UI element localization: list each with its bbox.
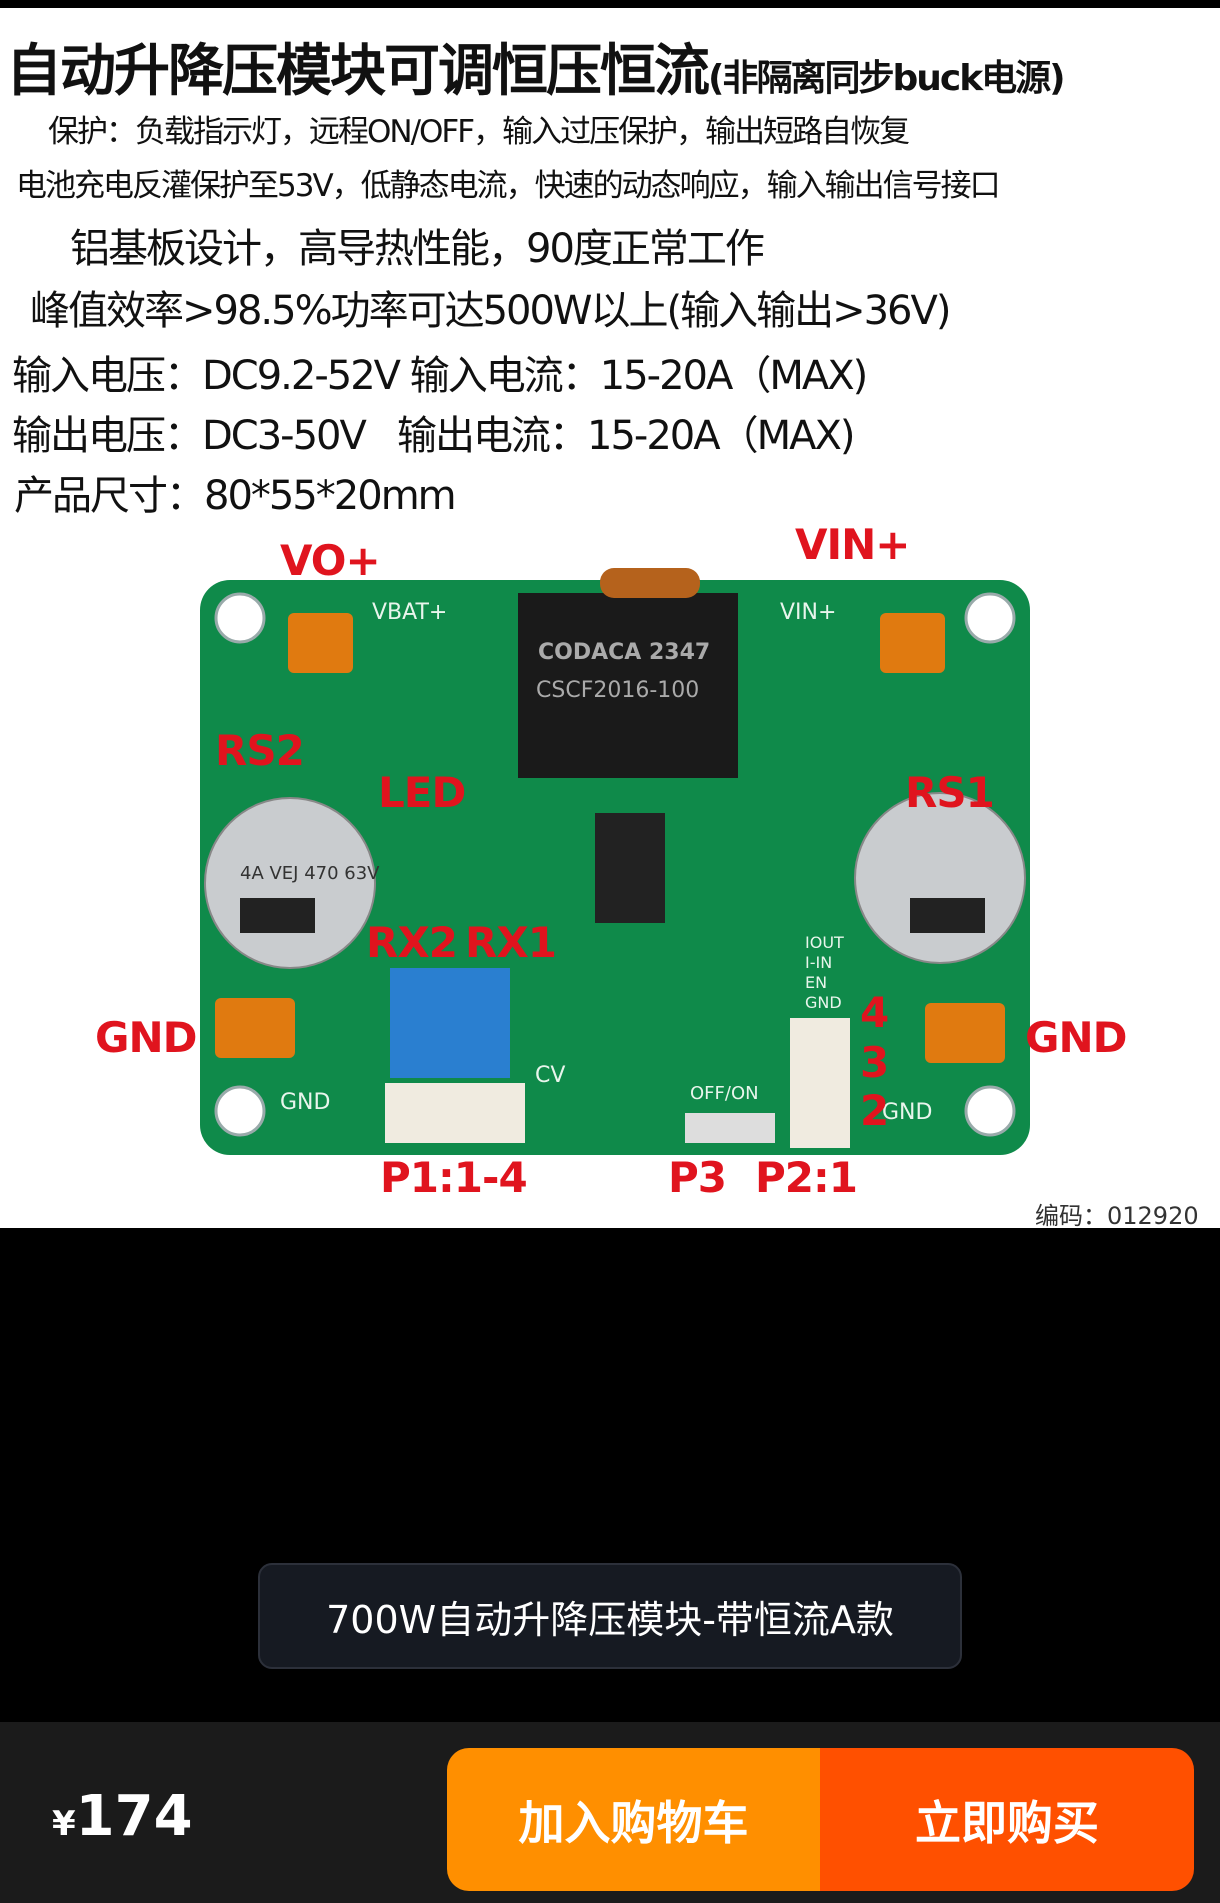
board-label: GND <box>882 1100 933 1125</box>
board-label: I-IN <box>805 953 833 972</box>
label-p3: P3 <box>668 1153 727 1202</box>
add-to-cart-button[interactable]: 加入购物车 <box>447 1748 820 1891</box>
label-rs2: RS2 <box>215 726 305 775</box>
spec-line: 输出电压：DC3-50V 输出电流：15-20A（MAX) <box>12 413 855 459</box>
spec-line: 峰值效率>98.5%功率可达500W以上(输入输出>36V) <box>30 288 951 334</box>
spec-line: 电池充电反灌保护至53V，低静态电流，快速的动态响应，输入输出信号接口 <box>16 168 1001 204</box>
board-label: CSCF2016-100 <box>536 678 700 703</box>
label-rx2: RX2 <box>366 918 458 967</box>
headline: 自动升降压模块可调恒压恒流(非隔离同步buck电源) <box>6 39 1066 104</box>
label-pin2: 2 <box>860 1086 889 1135</box>
board-label: EN <box>805 973 828 992</box>
sku-caption: 700W自动升降压模块-带恒流A款 <box>258 1563 962 1669</box>
label-p1: P1:1-4 <box>380 1153 528 1202</box>
label-pin4: 4 <box>860 988 889 1037</box>
label-rs1: RS1 <box>905 768 995 817</box>
product-image[interactable]: 自动升降压模块可调恒压恒流(非隔离同步buck电源) 保护：负载指示灯，远程ON… <box>0 8 1220 1228</box>
product-code: 编码：012920 <box>1035 1202 1199 1228</box>
currency-symbol: ¥ <box>52 1804 76 1844</box>
board-label: IOUT <box>805 933 844 952</box>
sku-caption-text: 700W自动升降压模块-带恒流A款 <box>326 1597 894 1642</box>
spec-line: 产品尺寸：80*55*20mm <box>14 473 457 519</box>
label-gnd-right: GND <box>1025 1013 1127 1062</box>
price: ¥174 <box>52 1784 193 1849</box>
bottom-action-bar: ¥174 加入购物车 立即购买 <box>0 1722 1220 1903</box>
pcb-illustration <box>200 568 1030 1155</box>
capacitor-label: 4A VEJ 470 63V <box>240 863 380 884</box>
label-led: LED <box>378 768 466 817</box>
buy-now-button[interactable]: 立即购买 <box>820 1748 1194 1891</box>
label-rx1: RX1 <box>465 918 557 967</box>
board-label: CODACA 2347 <box>538 640 711 665</box>
label-vin-plus: VIN+ <box>795 520 910 569</box>
spec-line: 铝基板设计，高导热性能，90度正常工作 <box>70 226 765 272</box>
board-label: VIN+ <box>780 600 837 625</box>
spec-line: 保护：负载指示灯，远程ON/OFF，输入过压保护，输出短路自恢复 <box>48 114 910 150</box>
board-label: CV <box>535 1063 566 1088</box>
label-vo-plus: VO+ <box>280 536 381 585</box>
board-label: VBAT+ <box>372 600 448 625</box>
label-p2: P2:1 <box>755 1153 858 1202</box>
label-gnd-left: GND <box>95 1013 197 1062</box>
price-value: 174 <box>75 1784 193 1849</box>
board-label: GND <box>280 1090 331 1115</box>
board-label: GND <box>805 993 842 1012</box>
spec-line: 输入电压：DC9.2-52V 输入电流：15-20A（MAX) <box>12 353 868 399</box>
board-label: OFF/ON <box>690 1083 759 1104</box>
label-pin3: 3 <box>860 1038 889 1087</box>
